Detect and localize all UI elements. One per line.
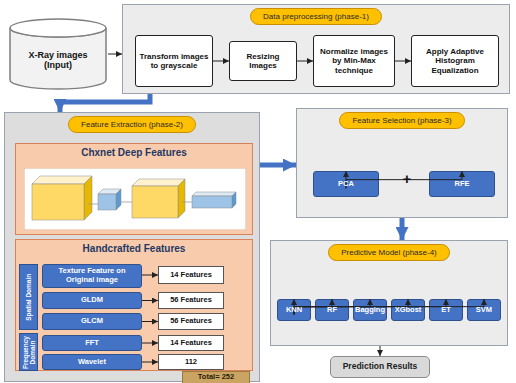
layer-block — [132, 179, 185, 218]
method-box: GLDM — [42, 292, 142, 309]
node-label: RF — [327, 306, 337, 315]
flow-arrow — [346, 171, 462, 188]
domain-band: Frequency Domain — [19, 333, 38, 371]
phase-panel: KNN RF Bagging XGbost ET SVM Predictive Model … — [270, 240, 508, 346]
band-label: Frequency Domain — [22, 334, 35, 370]
feature-count-box: 56 Features — [158, 292, 224, 309]
feature-count-box: 112 — [158, 354, 224, 370]
method-box: Texture Feature on Original image — [42, 264, 142, 288]
result-box: Prediction Results — [330, 356, 430, 378]
node-label: FFT — [85, 339, 99, 348]
feature-count-box: 14 Features — [158, 335, 224, 351]
process-box: Resizing Images — [229, 41, 297, 81]
flow-arrow — [142, 321, 158, 322]
flow-line — [182, 202, 192, 203]
band-label: Spatial Domain — [25, 265, 32, 329]
method-box: GLCM — [42, 313, 142, 330]
process-box: Transform images to grayscale — [135, 35, 213, 87]
node-label: X-Ray images (Input) — [16, 50, 100, 71]
feature-group: Spatial DomainFrequency Domain Texture Fe… — [15, 239, 253, 371]
node-label: GLCM — [81, 317, 103, 326]
node-label: ET — [441, 306, 451, 315]
phase-arrow — [400, 218, 405, 240]
phase-panel: Chxnet Deep FeaturesSpatial DomainFreque… — [4, 112, 260, 382]
cylinder-top — [10, 19, 106, 37]
node-label: Normalize images by Min-Max technique — [316, 47, 392, 75]
node-label: PCA — [338, 180, 354, 189]
node-label: Prediction Results — [343, 362, 418, 372]
node-label: RFE — [455, 180, 470, 189]
input-cylinder: X-Ray images (Input) — [8, 18, 108, 90]
flow-arrow — [294, 299, 295, 314]
feature-count-box: 56 Features — [158, 313, 224, 330]
flow-arrow — [297, 61, 313, 62]
flow-arrow — [142, 343, 158, 344]
domain-band: Spatial Domain — [19, 264, 38, 330]
flow-arrow — [142, 275, 158, 276]
flow-arrow — [108, 54, 122, 55]
block-front — [98, 194, 116, 210]
method-box: FFT — [42, 335, 142, 351]
flow-arrow — [395, 61, 411, 62]
feature-group: Chxnet Deep Features — [15, 143, 253, 235]
process-box: Apply Adaptive Histogram Equalization — [411, 35, 499, 87]
node-label: 112 — [185, 358, 197, 367]
layer-block — [192, 192, 236, 208]
phase-badge: Feature Selection (phase-3) — [339, 112, 464, 129]
node-label: Wavelet — [78, 358, 106, 367]
node-label: Total= 252 — [198, 373, 234, 382]
node-label: Transform images to grayscale — [138, 52, 210, 70]
node-label: GLDM — [81, 296, 103, 305]
node-label: Bagging — [355, 306, 385, 315]
group-heading: Handcrafted Features — [83, 243, 186, 255]
node-label: Resizing Images — [232, 52, 294, 70]
block-side — [232, 192, 236, 208]
method-box: Wavelet — [42, 354, 142, 370]
operator-label: + — [392, 170, 422, 187]
phase-arrow — [260, 163, 296, 168]
flow-arrow — [213, 61, 229, 62]
block-side — [84, 176, 92, 220]
phase-arrow — [60, 94, 150, 112]
phase-badge: Feature Extraction (phase-2) — [68, 116, 196, 133]
flow-arrow — [346, 171, 347, 188]
total-box: Total= 252 — [182, 371, 250, 383]
illustration-ground — [24, 168, 246, 230]
flow-arrow — [380, 346, 381, 356]
flow-arrow — [142, 362, 158, 363]
node-label: XGbost — [395, 306, 422, 315]
layer-block — [32, 176, 92, 220]
node-label: 56 Features — [170, 317, 212, 326]
flow-line — [120, 202, 132, 203]
phase-panel: Transform images to grayscale Resizing Im… — [122, 4, 510, 94]
phase-panel: PCA RFE Feature Selection (phase-3) — [296, 108, 508, 218]
phase-badge: Data preprocessing (phase-1) — [250, 8, 382, 25]
cnn-illustration — [24, 168, 246, 230]
block-side — [178, 179, 185, 218]
process-box: Normalize images by Min-Max technique — [313, 35, 395, 87]
node-label: KNN — [286, 306, 302, 315]
block-side — [116, 189, 121, 210]
block-top — [192, 192, 236, 196]
block-front — [132, 186, 178, 218]
node-label: Texture Feature on Original image — [45, 267, 139, 284]
block-top — [132, 179, 185, 186]
flow-arrow — [142, 300, 158, 301]
node-label: 14 Features — [170, 271, 212, 280]
flow-line — [88, 204, 98, 205]
block-front — [192, 196, 232, 208]
layer-block — [98, 189, 121, 210]
phase-badge: Predictive Model (phase-4) — [328, 244, 450, 261]
block-front — [32, 184, 84, 220]
node-label: SVM — [476, 306, 492, 315]
node-label: 14 Features — [170, 339, 212, 348]
node-label: 56 Features — [170, 296, 212, 305]
block-top — [32, 176, 92, 184]
group-heading: Chxnet Deep Features — [81, 147, 187, 159]
node-label: Apply Adaptive Histogram Equalization — [414, 47, 496, 75]
flow-arrow — [294, 299, 484, 314]
feature-count-box: 14 Features — [158, 266, 224, 284]
